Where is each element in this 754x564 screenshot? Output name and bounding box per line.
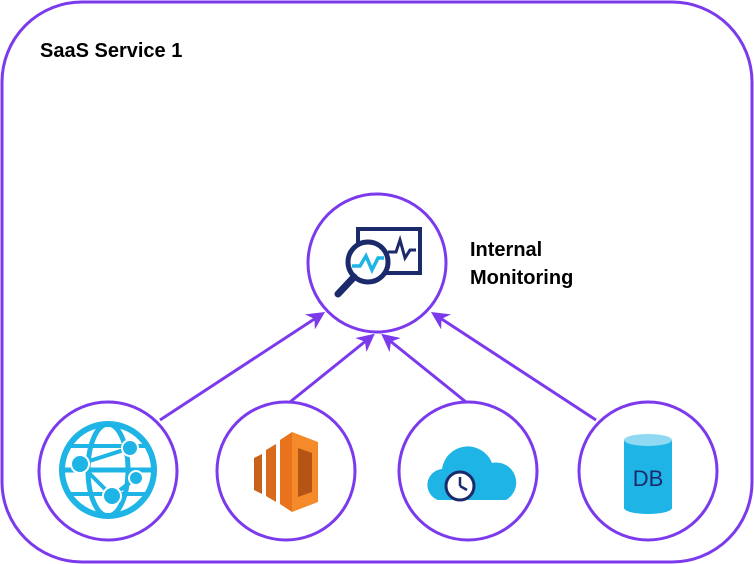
monitoring-label: Internal Monitoring	[470, 236, 573, 292]
source-node-cloud[interactable]	[397, 400, 539, 542]
web-globe-icon	[59, 421, 157, 519]
database-label: DB	[633, 466, 664, 491]
aws-stack-icon	[254, 432, 318, 512]
arrow-aws-to-monitor	[289, 333, 375, 404]
database-icon: DB	[624, 434, 672, 514]
cloud-scheduler-icon	[427, 440, 517, 502]
connector-arrows	[159, 312, 597, 422]
arrow-cloud-to-monitor	[381, 333, 467, 404]
arrow-web-to-monitor	[159, 312, 326, 422]
monitoring-label-line1: Internal	[470, 239, 543, 261]
source-node-web[interactable]	[37, 400, 179, 542]
source-node-aws[interactable]	[215, 400, 357, 542]
monitoring-chart-icon	[334, 227, 422, 298]
container-title: SaaS Service 1	[40, 40, 183, 62]
monitoring-label-line2: Monitoring	[470, 267, 574, 289]
source-node-db[interactable]: DB	[577, 400, 719, 542]
arrow-db-to-monitor	[430, 312, 597, 422]
monitoring-node[interactable]	[306, 192, 448, 334]
